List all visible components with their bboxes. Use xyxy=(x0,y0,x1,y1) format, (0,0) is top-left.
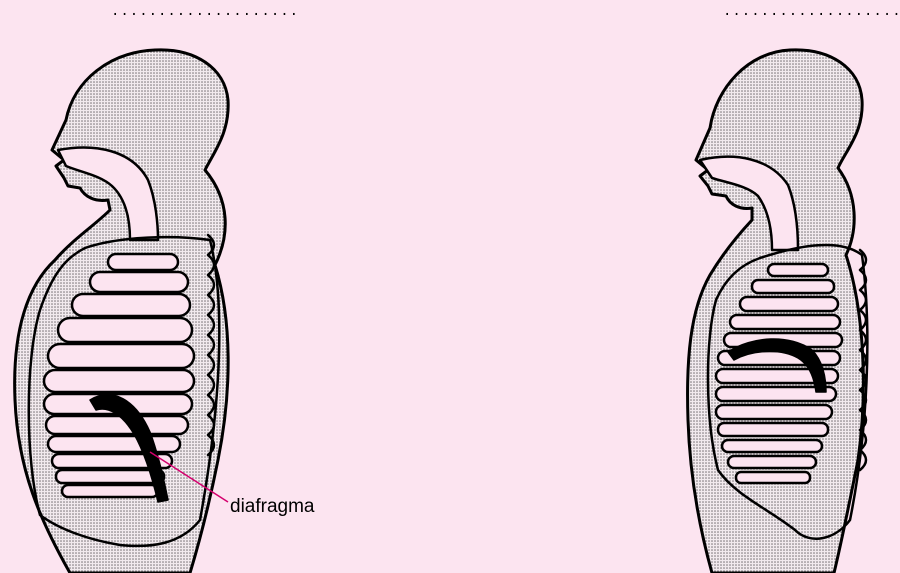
left-figure-inhale xyxy=(15,50,229,573)
right-figure-exhale xyxy=(688,50,868,573)
diaphragm-label: diafragma xyxy=(230,496,315,518)
